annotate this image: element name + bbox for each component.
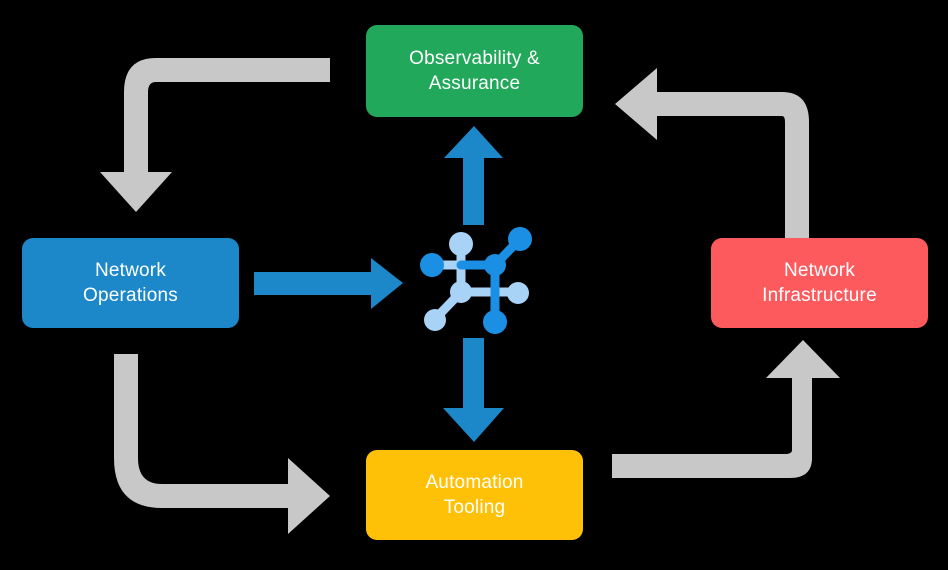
blue-arrow-center-to-automation: [443, 338, 504, 442]
gray-arrow-observability-to-operations: [100, 58, 330, 212]
gray-arrow-infrastructure-to-observability: [615, 68, 809, 238]
blue-arrow-center-to-observability: [444, 126, 503, 225]
blue-arrow-operations-to-center: [254, 258, 403, 309]
gray-arrow-operations-to-automation: [114, 354, 330, 534]
node-box-network-operations[interactable]: Network Operations: [22, 238, 239, 328]
node-box-automation-tooling[interactable]: Automation Tooling: [366, 450, 583, 540]
node-label-automation-tooling: Automation Tooling: [425, 471, 524, 518]
node-box-network-infrastructure[interactable]: Network Infrastructure: [711, 238, 928, 328]
network-topology-icon: [420, 227, 532, 334]
node-label-network-operations: Network Operations: [83, 259, 178, 306]
node-box-observability[interactable]: Observability & Assurance: [366, 25, 583, 117]
node-label-observability: Observability & Assurance: [409, 47, 540, 94]
node-label-network-infrastructure: Network Infrastructure: [762, 259, 877, 306]
gray-arrow-automation-to-infrastructure: [612, 340, 840, 478]
